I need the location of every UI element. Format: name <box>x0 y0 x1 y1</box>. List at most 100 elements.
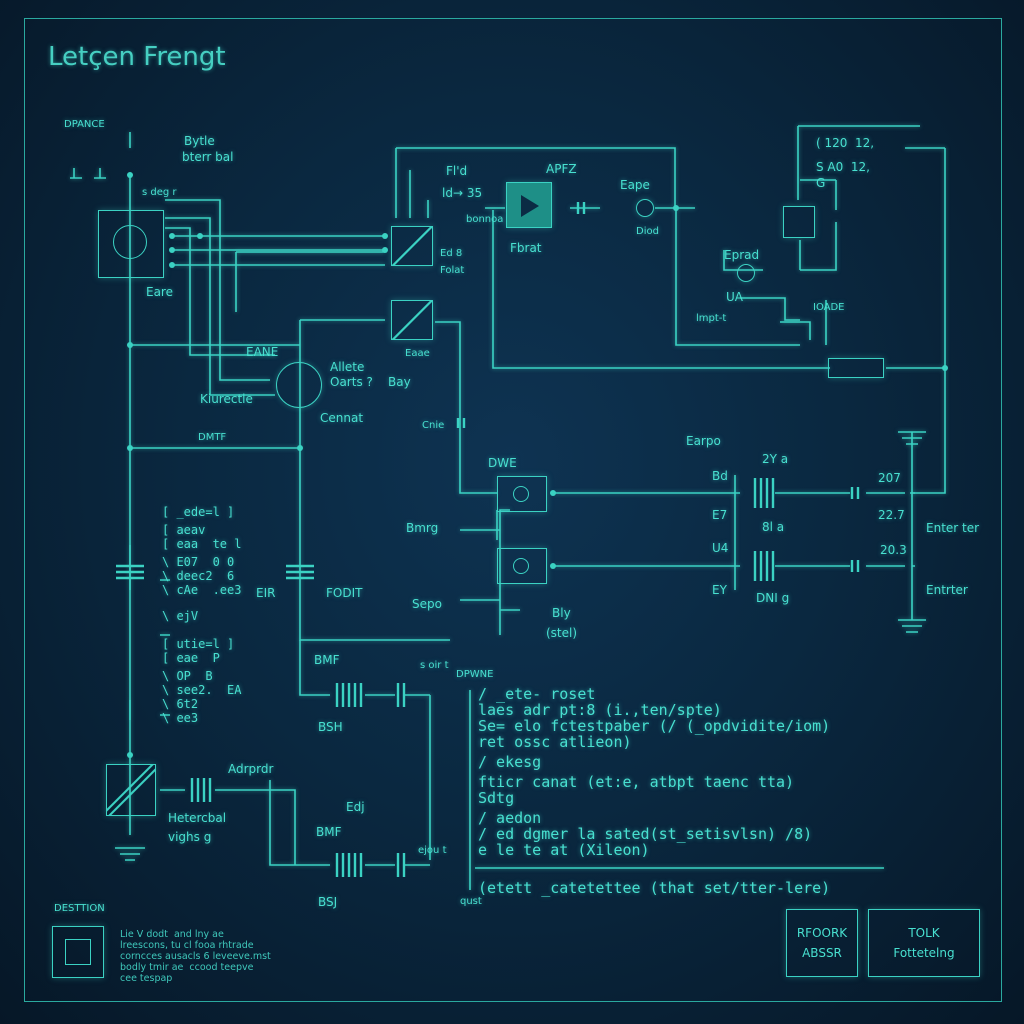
label-dnig: DNI g <box>756 591 790 605</box>
label-sepo: Sepo <box>412 597 442 611</box>
label-eline: EANE <box>246 345 279 359</box>
label-dmtf: DMTF <box>198 432 227 443</box>
code-line: ret ossc atlieon) <box>478 733 632 751</box>
label-allete: Allete <box>330 360 365 374</box>
label-ua: UA <box>726 290 743 304</box>
label-kiurectle: Kiurectle <box>200 392 253 406</box>
label-ey: EY <box>712 583 727 597</box>
node-circle-1 <box>636 199 654 217</box>
label-scribble-1: s oir t <box>420 660 449 671</box>
bmrg-module <box>497 548 547 584</box>
transformer-block <box>106 764 156 816</box>
label-entter-1: Enter ter <box>926 521 980 535</box>
label-dpwne: DPWNE <box>456 669 494 680</box>
label-bsj: BSJ <box>318 895 338 909</box>
code-line: Sdtg <box>478 789 515 807</box>
label-bsh: BSH <box>318 720 343 734</box>
label-ster: bterr bal <box>182 150 234 164</box>
tolk-button[interactable]: TOLK Fottetelng <box>868 909 980 977</box>
label-cnie: Cnie <box>422 420 445 431</box>
label-e7: E7 <box>712 508 728 522</box>
label-eaae: Eaae <box>405 348 430 359</box>
left-code-line: \ ee3 <box>162 711 199 725</box>
node-circle-2 <box>737 264 755 282</box>
label-eare: Eare <box>146 285 173 299</box>
label-eprad: Eprad <box>724 248 760 262</box>
code-line: laes adr pt:8 (i.,ten/spte) <box>478 701 722 719</box>
filter-block-1 <box>391 226 433 266</box>
label-bmrg: Bmrg <box>406 521 439 535</box>
label-sdegr: s deg r <box>142 187 177 198</box>
label-ioade: IOADE <box>813 302 845 313</box>
code-line: (etett _catetettee (that set/tter-lere) <box>478 879 831 897</box>
label-bmf-2: BMF <box>316 825 342 839</box>
diagram-frame <box>24 18 1002 1002</box>
label-apfz: APFZ <box>546 162 577 176</box>
chip-icon <box>52 926 104 978</box>
amplifier-block <box>506 182 552 228</box>
switch-block <box>783 206 815 238</box>
left-code-line: \ cAe .ee3 <box>162 583 242 597</box>
code-line: e le te at (Xileon) <box>478 841 650 859</box>
label-ed8: Ed 8 <box>440 248 463 259</box>
label-fid: Fl'd <box>446 164 468 178</box>
label-scribble-2: ejou t <box>418 845 447 856</box>
label-rg: G <box>816 176 826 190</box>
left-code-line: [ eae P <box>162 651 220 665</box>
label-bytle: Bytle <box>184 134 215 148</box>
left-code-line: \ E07 0 0 <box>162 555 235 569</box>
code-block: / _ete- roset laes adr pt:8 (i.,ten/spte… <box>478 686 998 896</box>
code-line: / ed dgmer la sated(st_setisvlsn) /8) <box>478 825 813 843</box>
label-dwe: DWE <box>488 456 517 470</box>
rfoork-button-sublabel: ABSSR <box>802 946 842 960</box>
label-dpance: DPANCE <box>64 119 105 130</box>
code-line: Se= elo fctestpaber (/ (_opdvidite/iom) <box>478 717 831 735</box>
label-edj: Edj <box>346 800 365 814</box>
description-text: Lie V dodt and lny ae lreescons, tu cl f… <box>120 929 271 984</box>
label-qust: qust <box>460 896 482 907</box>
label-fodt: FODIT <box>326 586 363 600</box>
label-r2y: 2Y a <box>762 452 789 466</box>
left-code-line: \ OP B <box>162 669 213 683</box>
label-adrpr: Adrprdr <box>228 762 274 776</box>
label-hetercal: Hetercbal <box>168 811 227 825</box>
label-scribble-4: bonnoa <box>466 214 504 225</box>
label-rsa0: S A0 12, <box>816 160 870 174</box>
label-203: 20.3 <box>880 543 907 557</box>
label-oarts: Oarts ? <box>330 375 373 389</box>
label-207: 207 <box>878 471 901 485</box>
label-bd: Bd <box>712 469 728 483</box>
rfoork-button-label: RFOORK <box>796 926 848 940</box>
play-icon <box>521 195 539 217</box>
label-earpo: Earpo <box>686 434 721 448</box>
rotary-sensor-component <box>98 210 164 278</box>
meter-symbol <box>276 362 322 408</box>
label-bay: Bay <box>388 375 411 389</box>
gear-icon <box>113 225 147 259</box>
label-bmf: BMF <box>314 653 340 667</box>
resistor-block <box>828 358 884 378</box>
label-fbrat: Fbrat <box>510 241 542 255</box>
left-code-line: [ utie=l ] <box>162 637 235 651</box>
left-code-line: [ eaa te l <box>162 537 242 551</box>
tolk-button-label: TOLK <box>908 926 940 940</box>
rfoork-button[interactable]: RFOORK ABSSR <box>786 909 858 977</box>
label-227: 22.7 <box>878 508 905 522</box>
label-r8: 8l a <box>762 520 785 534</box>
left-code-line: \ see2. EA <box>162 683 242 697</box>
label-u4: U4 <box>712 541 729 555</box>
code-line: / _ete- roset <box>478 685 596 703</box>
label-id: ld→ 35 <box>442 186 483 200</box>
left-code-line: [ _ede=l ] <box>162 505 235 519</box>
label-folat: Folat <box>440 265 465 276</box>
label-r120: ( 120 12, <box>816 136 875 150</box>
label-impt: lmpt-t <box>696 313 727 324</box>
label-eape: Eape <box>620 178 650 192</box>
label-cennat: Cennat <box>320 411 364 425</box>
left-code-line: \ 6t2 <box>162 697 199 711</box>
code-line: / aedon <box>478 809 542 827</box>
left-code-line: [ aeav <box>162 523 206 537</box>
left-code-block: [ _ede=l ] [ aeav [ eaa te l \ E07 0 0 \… <box>162 505 241 725</box>
